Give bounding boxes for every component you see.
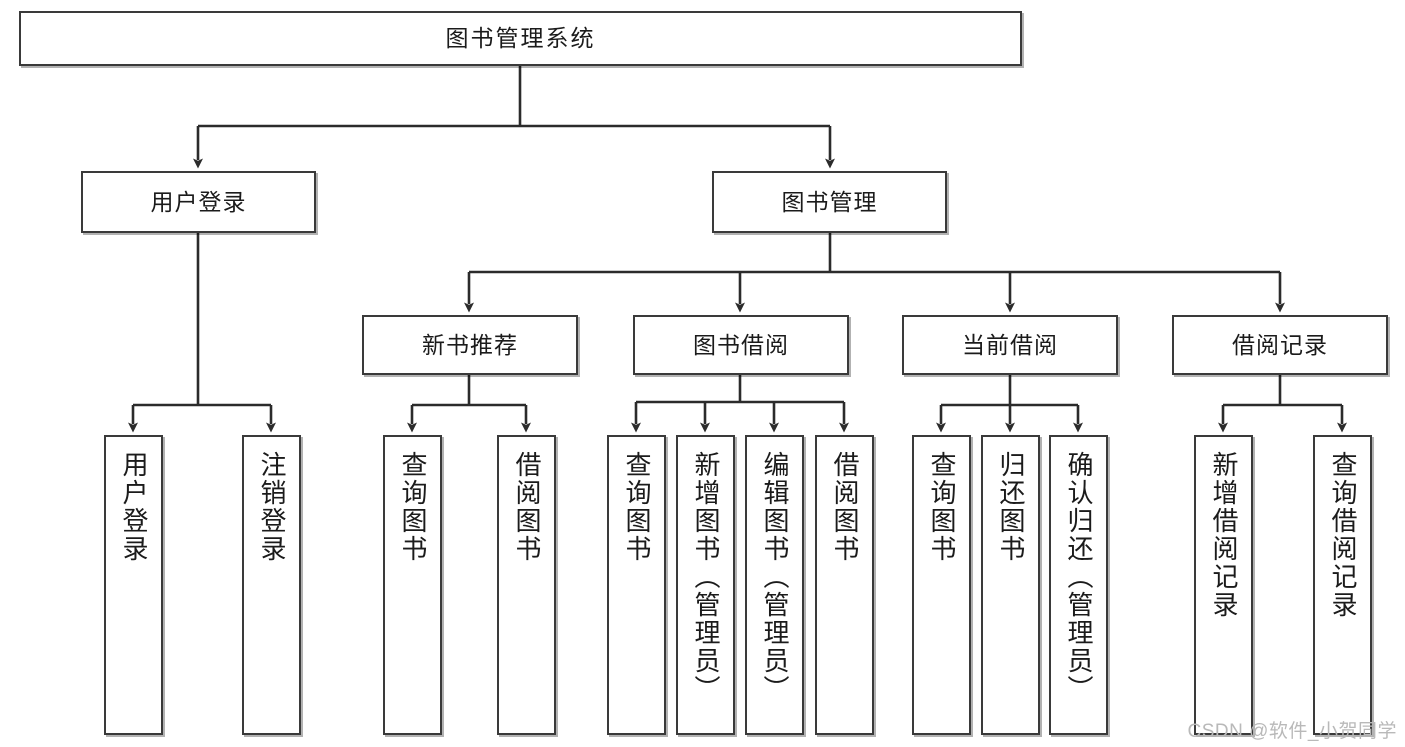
node-leaf-borrow-book-2[interactable]: 借阅图书 xyxy=(815,435,874,735)
node-leaf-query-book-1-label: 查询图书 xyxy=(398,451,429,563)
node-leaf-return-book-label: 归还图书 xyxy=(996,451,1027,563)
node-borrow-record[interactable]: 借阅记录 xyxy=(1172,315,1388,375)
node-root[interactable]: 图书管理系统 xyxy=(19,11,1022,66)
node-leaf-add-book-label: 新增图书（管理员） xyxy=(691,451,722,703)
node-leaf-logout-label: 注销登录 xyxy=(257,451,288,563)
node-current-borrow[interactable]: 当前借阅 xyxy=(902,315,1118,375)
node-leaf-borrow-book-1[interactable]: 借阅图书 xyxy=(497,435,556,735)
node-user-login-label: 用户登录 xyxy=(150,188,247,215)
node-leaf-query-book-2-label: 查询图书 xyxy=(622,451,653,563)
node-leaf-query-book-3-label: 查询图书 xyxy=(927,451,958,563)
node-leaf-edit-book-label: 编辑图书（管理员） xyxy=(760,451,791,703)
node-leaf-query-record-label: 查询借阅记录 xyxy=(1328,451,1359,619)
node-new-book-rec[interactable]: 新书推荐 xyxy=(362,315,578,375)
node-leaf-logout[interactable]: 注销登录 xyxy=(242,435,301,735)
node-book-borrow[interactable]: 图书借阅 xyxy=(633,315,849,375)
node-leaf-query-book-2[interactable]: 查询图书 xyxy=(607,435,666,735)
node-book-borrow-label: 图书借阅 xyxy=(693,331,789,358)
node-leaf-query-book-3[interactable]: 查询图书 xyxy=(912,435,971,735)
node-root-label: 图书管理系统 xyxy=(445,25,596,52)
node-leaf-add-record[interactable]: 新增借阅记录 xyxy=(1194,435,1253,735)
node-book-manage[interactable]: 图书管理 xyxy=(712,171,947,233)
node-leaf-confirm-return[interactable]: 确认归还（管理员） xyxy=(1049,435,1108,735)
node-leaf-borrow-book-1-label: 借阅图书 xyxy=(512,451,543,563)
node-book-manage-label: 图书管理 xyxy=(781,188,878,215)
watermark-text: CSDN @软件_小贺同学 xyxy=(1187,721,1397,742)
node-leaf-borrow-book-2-label: 借阅图书 xyxy=(830,451,861,563)
node-leaf-edit-book[interactable]: 编辑图书（管理员） xyxy=(745,435,804,735)
node-new-book-rec-label: 新书推荐 xyxy=(422,331,518,358)
node-leaf-return-book[interactable]: 归还图书 xyxy=(981,435,1040,735)
node-current-borrow-label: 当前借阅 xyxy=(962,331,1058,358)
node-user-login[interactable]: 用户登录 xyxy=(81,171,316,233)
node-leaf-add-book[interactable]: 新增图书（管理员） xyxy=(676,435,735,735)
node-leaf-query-record[interactable]: 查询借阅记录 xyxy=(1313,435,1372,735)
node-leaf-confirm-return-label: 确认归还（管理员） xyxy=(1064,451,1095,703)
node-leaf-user-login[interactable]: 用户登录 xyxy=(104,435,163,735)
node-leaf-add-record-label: 新增借阅记录 xyxy=(1209,451,1240,619)
node-leaf-query-book-1[interactable]: 查询图书 xyxy=(383,435,442,735)
node-borrow-record-label: 借阅记录 xyxy=(1232,331,1328,358)
node-leaf-user-login-label: 用户登录 xyxy=(119,451,150,563)
